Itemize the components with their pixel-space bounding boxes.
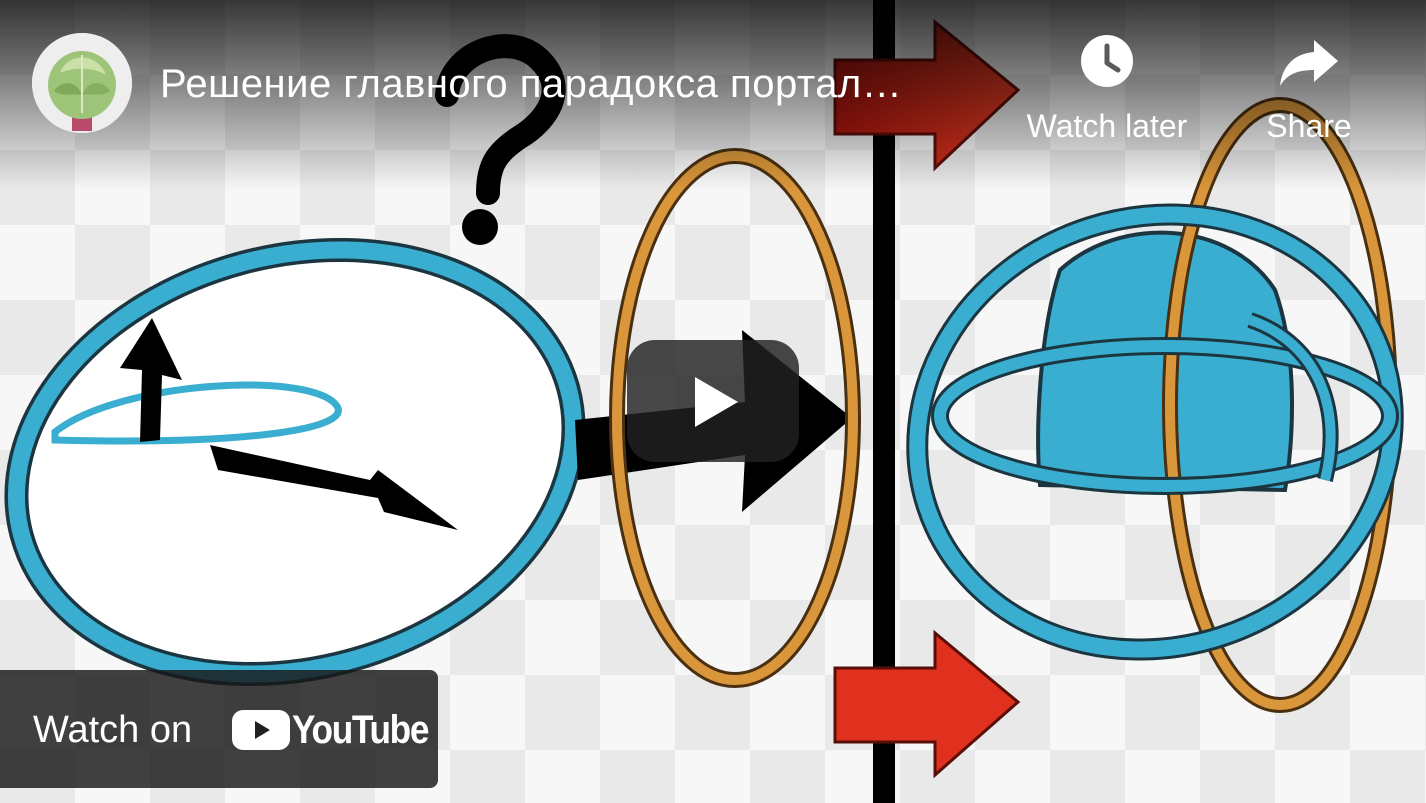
top-gradient-overlay [0, 0, 1426, 190]
cabbage-avatar-image [32, 33, 132, 133]
channel-avatar[interactable] [32, 33, 132, 133]
play-button[interactable] [627, 340, 799, 462]
left-vector-arrows [120, 318, 458, 530]
watch-on-youtube-button[interactable]: Watch on YouTube [0, 670, 438, 788]
watch-later-label: Watch later [1026, 108, 1188, 144]
video-title[interactable]: Решение главного парадокса портал… [160, 62, 903, 106]
clock-icon [1081, 35, 1133, 87]
play-icon [695, 377, 738, 427]
share-button[interactable]: Share [1219, 30, 1399, 144]
right-portal-sphere [906, 97, 1404, 713]
share-arrow-icon [1280, 40, 1338, 86]
watch-later-button[interactable]: Watch later [1017, 30, 1197, 144]
youtube-logo-icon [232, 710, 290, 750]
share-label: Share [1266, 108, 1352, 144]
watch-on-label: Watch on [33, 709, 193, 751]
red-arrow-bottom [833, 629, 1021, 779]
youtube-wordmark: YouTube [292, 708, 429, 752]
vertical-divider-line [873, 0, 895, 803]
